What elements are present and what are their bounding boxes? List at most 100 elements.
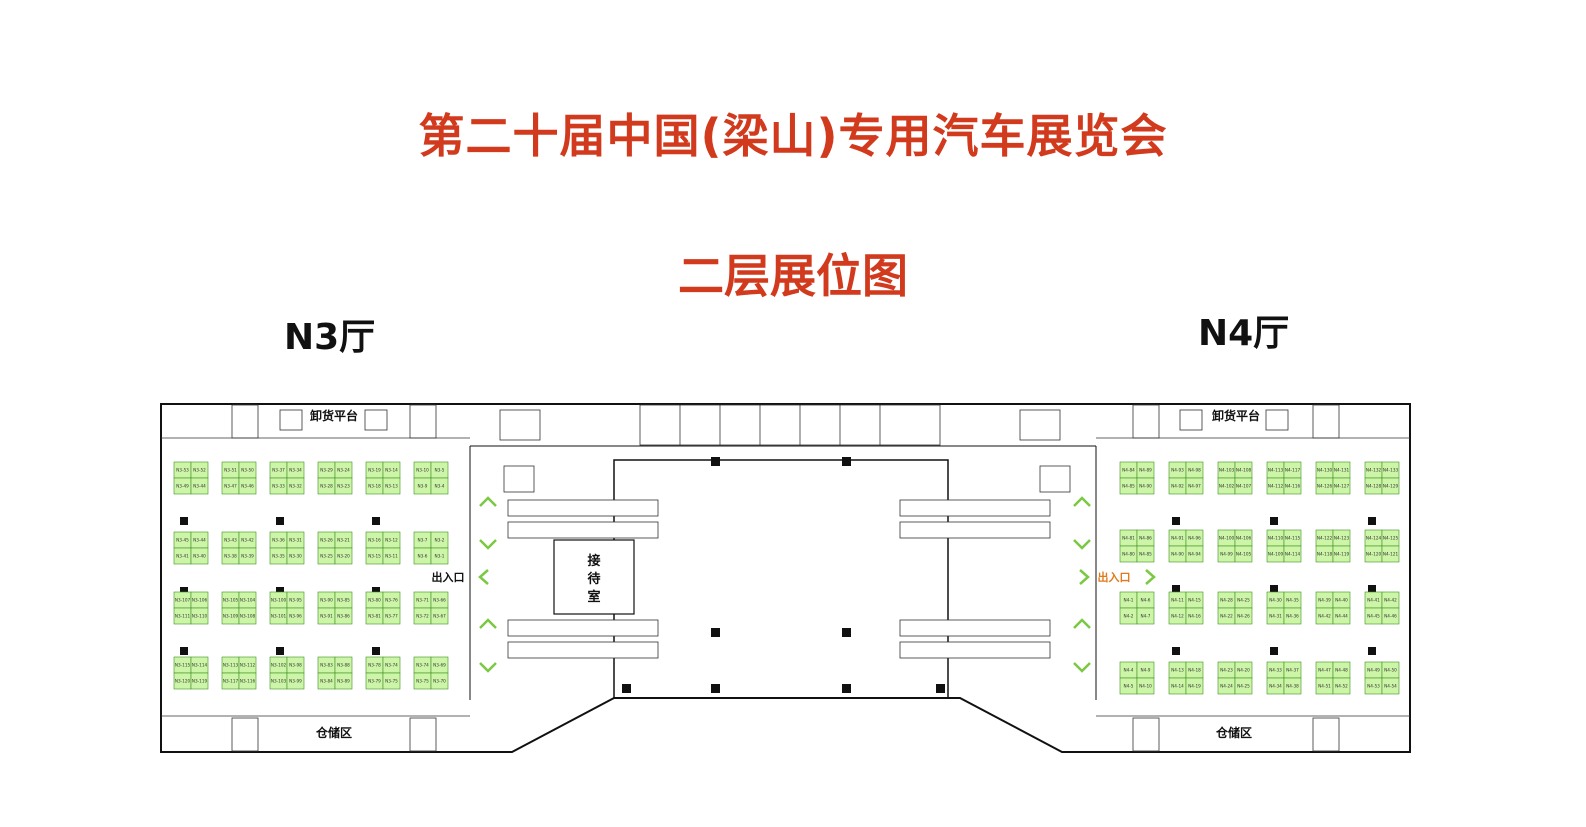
booth-label: N4-35	[1286, 598, 1299, 603]
booth-label: N3-20	[337, 554, 350, 559]
booth-cell[interactable]	[382, 477, 401, 495]
booth-cell[interactable]	[334, 547, 353, 565]
booth-cell[interactable]	[190, 672, 209, 690]
top-service-strip	[161, 404, 1410, 752]
booth-cell[interactable]	[430, 672, 449, 690]
booth-label: N3-112	[240, 663, 256, 668]
booth-cell[interactable]	[382, 547, 401, 565]
booth-label: N3-49	[176, 484, 189, 489]
booth-cell[interactable]	[334, 607, 353, 625]
booth-cell[interactable]	[238, 607, 257, 625]
booth-label: N4-12	[1171, 614, 1184, 619]
booth-cell[interactable]	[1332, 677, 1351, 695]
booth-cell[interactable]	[286, 477, 305, 495]
booth-cell[interactable]	[1283, 677, 1302, 695]
booth-cell[interactable]	[430, 607, 449, 625]
booth-label: N3-44	[193, 484, 206, 489]
booth-cell[interactable]	[238, 547, 257, 565]
booth-cell[interactable]	[334, 672, 353, 690]
booth-cell[interactable]	[1283, 545, 1302, 563]
n4-storage-label: 仓储区	[1215, 725, 1252, 740]
booth-label: N4-31	[1269, 614, 1282, 619]
booth-label: N3-36	[272, 538, 285, 543]
booth-label: N3-53	[176, 468, 189, 473]
booth-label: N4-85	[1139, 552, 1152, 557]
booth-label: N4-24	[1220, 684, 1233, 689]
pillar	[372, 587, 380, 595]
booth-cell[interactable]	[1381, 677, 1400, 695]
n4-loading-label: 卸货平台	[1212, 408, 1260, 423]
booth-label: N3-75	[416, 679, 429, 684]
booth-label: N4-49	[1367, 668, 1380, 673]
booth-cell[interactable]	[1381, 607, 1400, 625]
booth-cell[interactable]	[1381, 477, 1400, 495]
booth-label: N4-20	[1237, 668, 1250, 673]
booth-cell[interactable]	[190, 607, 209, 625]
booth-cell[interactable]	[1136, 607, 1155, 625]
booth-cell[interactable]	[382, 607, 401, 625]
booth-cell[interactable]	[286, 607, 305, 625]
page-title: 第二十届中国(梁山)专用汽车展览会	[418, 109, 1168, 163]
booth-label: N3-35	[272, 554, 285, 559]
booth-label: N4-34	[1269, 684, 1282, 689]
booth-label: N4-1	[1124, 598, 1134, 603]
booth-cell[interactable]	[1234, 607, 1253, 625]
booth-label: N3-102	[271, 663, 287, 668]
booth-cell[interactable]	[1283, 477, 1302, 495]
booth-label: N4-100	[1219, 536, 1235, 541]
booth-cell[interactable]	[1234, 545, 1253, 563]
page-subtitle: 二层展位图	[678, 249, 908, 303]
booth-cell[interactable]	[1332, 545, 1351, 563]
booth-label: N3-98	[289, 663, 302, 668]
booth-label: N3-95	[289, 598, 302, 603]
booth-cell[interactable]	[1136, 677, 1155, 695]
pillar	[276, 587, 284, 595]
booth-cell[interactable]	[286, 547, 305, 565]
booth-label: N3-29	[320, 468, 333, 473]
booth-label: N3-110	[192, 614, 208, 619]
booth-cell[interactable]	[382, 672, 401, 690]
booth-cell[interactable]	[1381, 545, 1400, 563]
booth-label: N4-30	[1269, 598, 1282, 603]
booth-cell[interactable]	[238, 477, 257, 495]
booth-cell[interactable]	[1185, 677, 1204, 695]
booth-label: N4-52	[1335, 684, 1348, 689]
booth-cell[interactable]	[1185, 545, 1204, 563]
booth-label: N3-106	[192, 598, 208, 603]
booth-cell[interactable]	[334, 477, 353, 495]
booth-label: N3-101	[271, 614, 287, 619]
booth-cell[interactable]	[1136, 545, 1155, 563]
booth-label: N3-90	[320, 598, 333, 603]
booth-cell[interactable]	[430, 477, 449, 495]
booth-label: N4-7	[1141, 614, 1151, 619]
booth-cell[interactable]	[1185, 477, 1204, 495]
booth-label: N4-127	[1334, 484, 1350, 489]
booth-cell[interactable]	[190, 477, 209, 495]
booth-label: N4-10	[1139, 684, 1152, 689]
booth-cell[interactable]	[1234, 477, 1253, 495]
hall-pillars	[180, 517, 1376, 655]
booth-cell[interactable]	[430, 547, 449, 565]
pillar	[372, 647, 380, 655]
booth-cell[interactable]	[238, 672, 257, 690]
booth-cell[interactable]	[1185, 607, 1204, 625]
central-pillars	[622, 457, 945, 693]
booth-cell[interactable]	[286, 672, 305, 690]
booth-label: N4-26	[1237, 614, 1250, 619]
booth-cell[interactable]	[1136, 477, 1155, 495]
booth-cell[interactable]	[190, 547, 209, 565]
booth-cell[interactable]	[1332, 477, 1351, 495]
booth-label: N3-34	[289, 468, 302, 473]
booth-label: N3-43	[224, 538, 237, 543]
booth-label: N3-107	[175, 598, 191, 603]
booth-label: N3-111	[175, 614, 191, 619]
booth-label: N3-96	[289, 614, 302, 619]
booth-cell[interactable]	[1283, 607, 1302, 625]
booth-label: N4-107	[1236, 484, 1252, 489]
booth-cell[interactable]	[1234, 677, 1253, 695]
booth-cell[interactable]	[1332, 607, 1351, 625]
booth-label: N3-24	[337, 468, 350, 473]
hall-n3-label: N3厅	[284, 317, 376, 358]
